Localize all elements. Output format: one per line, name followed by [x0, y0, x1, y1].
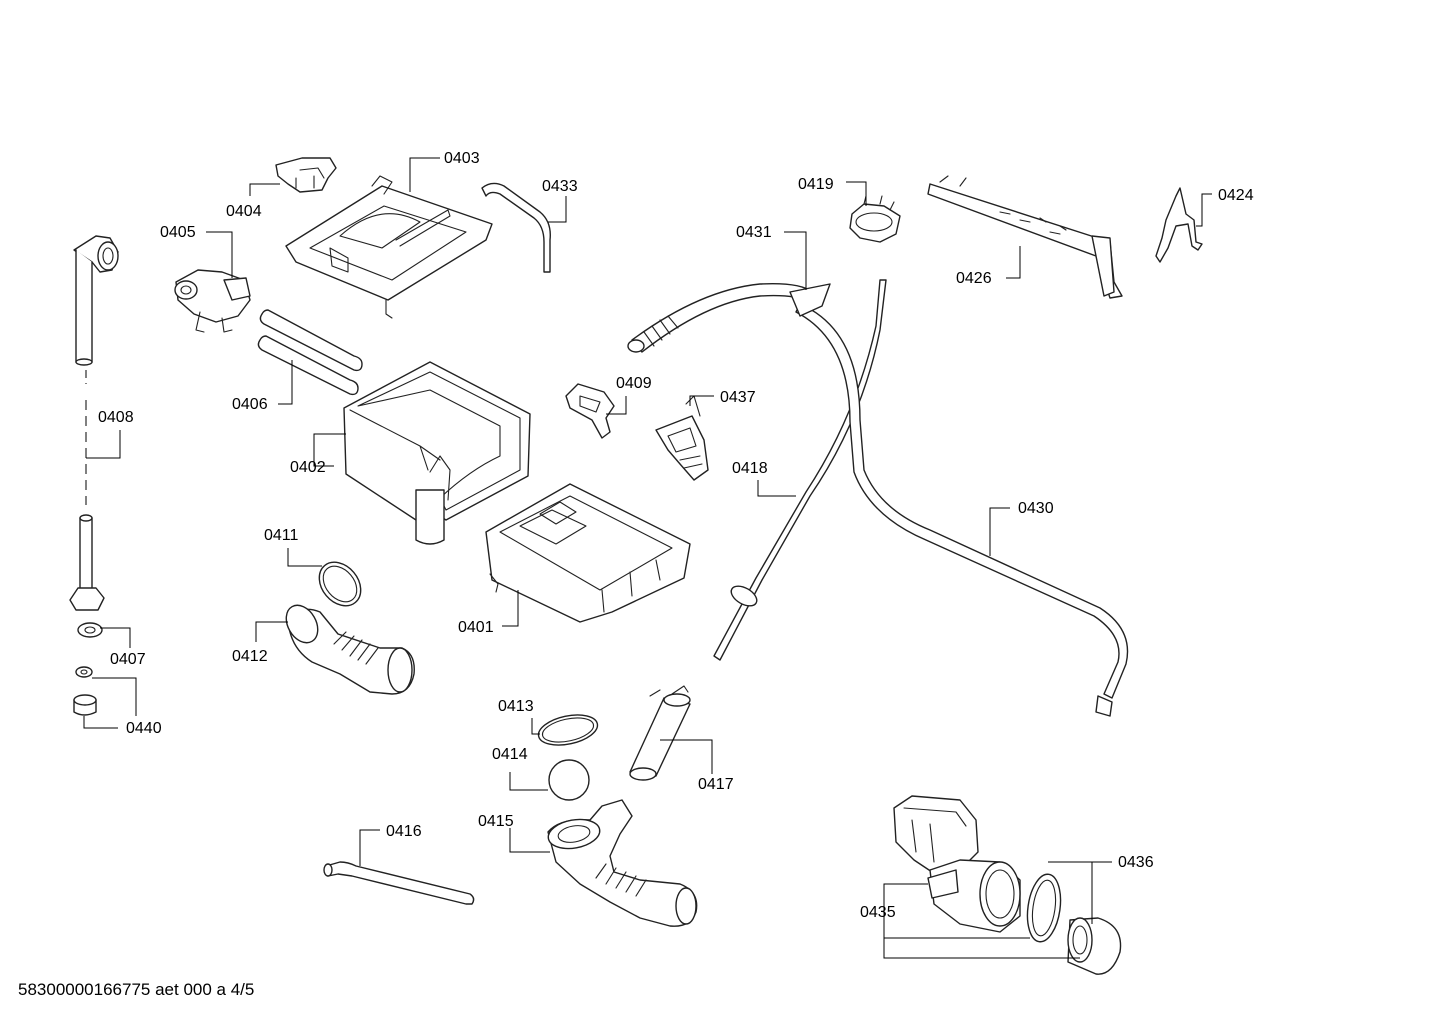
part-0405-valve — [174, 269, 251, 333]
part-0437-flap — [655, 395, 709, 481]
part-0406-tubes — [257, 309, 363, 396]
part-0430-hose — [795, 303, 1129, 717]
part-0436-filter — [1026, 873, 1122, 975]
label-0440: 0440 — [126, 720, 162, 737]
part-0412-bellows — [285, 604, 415, 695]
part-0418-rod — [713, 279, 887, 661]
part-0426-rail — [927, 175, 1123, 299]
label-0411: 0411 — [264, 527, 299, 544]
part-0411-gasket — [318, 561, 362, 607]
label-0414: 0414 — [492, 746, 528, 763]
label-0435: 0435 — [860, 904, 896, 921]
part-0408-hose — [69, 235, 119, 716]
part-0402-housing — [343, 361, 531, 545]
label-0408: 0408 — [98, 409, 134, 426]
part-0433-tube — [481, 182, 551, 273]
part-0424-fork — [1155, 187, 1203, 263]
label-0433: 0433 — [542, 178, 578, 195]
label-0419: 0419 — [798, 176, 834, 193]
part-0409-clip — [565, 383, 615, 439]
label-0407: 0407 — [110, 651, 146, 668]
leader-lines — [83, 157, 1212, 959]
label-0424: 0424 — [1218, 187, 1254, 204]
drawing-reference-footer: 58300000166775 aet 000 a 4/5 — [18, 980, 255, 999]
part-0401-drawer — [485, 483, 691, 623]
label-0431: 0431 — [736, 224, 772, 241]
label-0406: 0406 — [232, 396, 268, 413]
part-0435-pump — [893, 795, 1021, 933]
part-0404-bracket — [275, 157, 337, 193]
label-0402: 0402 — [290, 459, 326, 476]
label-0409: 0409 — [616, 375, 652, 392]
label-0416: 0416 — [386, 823, 422, 840]
label-0418: 0418 — [732, 460, 768, 477]
part-0419-cap — [849, 195, 901, 243]
label-0403: 0403 — [444, 150, 480, 167]
label-0404: 0404 — [226, 203, 262, 220]
label-0426: 0426 — [956, 270, 992, 287]
part-0414-ball — [548, 759, 590, 801]
part-0413-ring — [537, 714, 599, 746]
part-0403-frame — [285, 175, 493, 319]
label-0401: 0401 — [458, 619, 494, 636]
label-0415: 0415 — [478, 813, 514, 830]
label-0405: 0405 — [160, 224, 196, 241]
part-0415-sump — [547, 799, 698, 927]
part-0416-tube — [323, 861, 475, 905]
part-number-labels: 0401 0402 0403 0404 0405 0406 0407 0408 … — [98, 150, 1254, 921]
label-0417: 0417 — [698, 776, 734, 793]
label-0430: 0430 — [1018, 500, 1054, 517]
label-0437: 0437 — [720, 389, 756, 406]
part-0431-hose — [627, 282, 831, 353]
label-0412: 0412 — [232, 648, 268, 665]
label-0436: 0436 — [1118, 854, 1154, 871]
part-0417-cylinder — [629, 685, 691, 781]
label-0413: 0413 — [498, 698, 534, 715]
